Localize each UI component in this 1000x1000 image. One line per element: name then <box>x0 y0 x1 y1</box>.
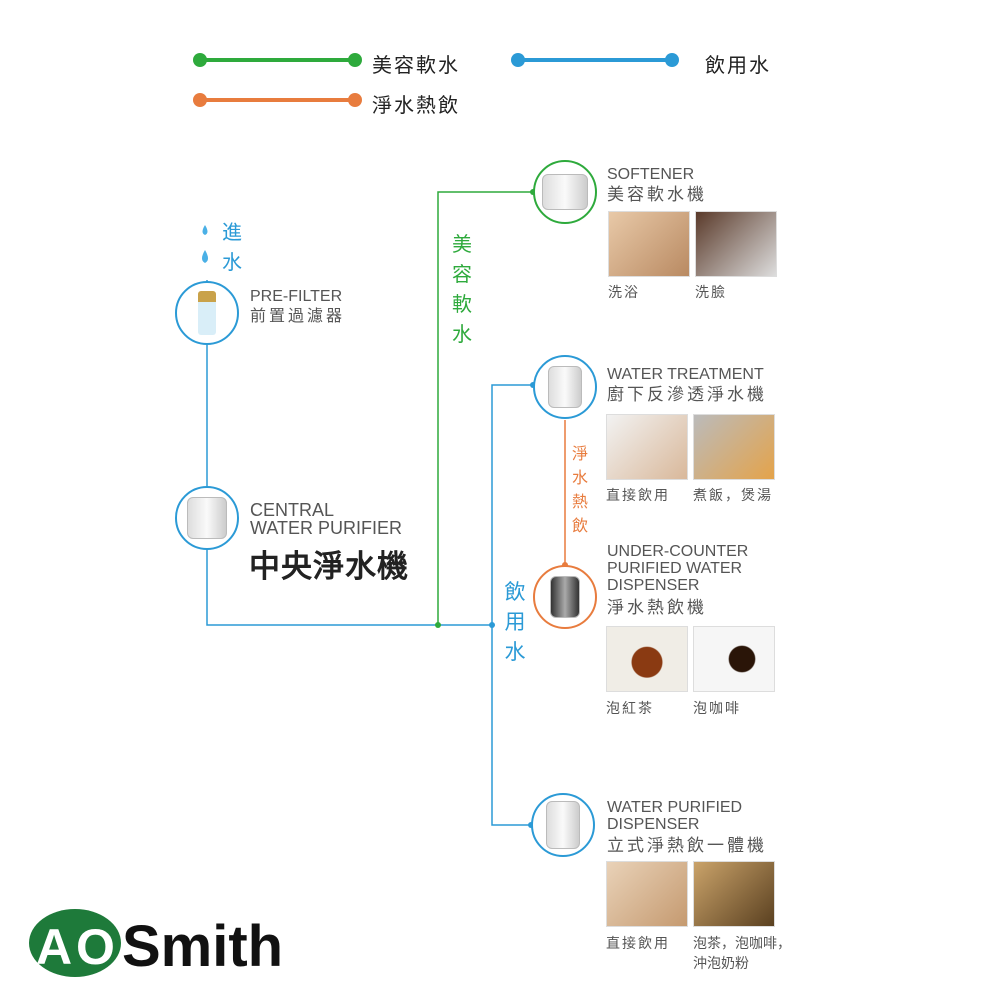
central-zh: 中央淨水機 <box>249 549 409 584</box>
coffee-photo <box>693 626 775 692</box>
softener-zh: 美容軟水機 <box>607 185 707 204</box>
legend-label-blue: 飲用水 <box>705 55 771 77</box>
tea-photo <box>606 626 688 692</box>
caption: 直接飲用 <box>606 487 670 503</box>
cooking-photo <box>693 414 775 480</box>
central-en-2: WATER PURIFIER <box>250 518 402 538</box>
water-treatment-image <box>533 355 597 419</box>
dispenser-zh: 立式淨熱飲一體機 <box>607 836 767 855</box>
caption: 泡茶，泡咖啡， <box>693 935 791 951</box>
water-drop-icon <box>202 225 208 235</box>
water-drop-icon <box>202 250 208 263</box>
inlet-char: 進 <box>222 222 242 244</box>
prefilter-image <box>175 281 239 345</box>
softener-image <box>533 160 597 224</box>
central-en-1: CENTRAL <box>250 500 335 520</box>
caption: 煮飯，煲湯 <box>693 487 773 503</box>
drinking-photo <box>606 414 688 480</box>
caption: 沖泡奶粉 <box>693 955 749 971</box>
drinking-branch-label: 飲用水 <box>504 581 526 664</box>
caption: 泡紅茶 <box>606 700 654 716</box>
aosmith-logo: A O Smith <box>18 906 293 979</box>
woman-drinking-photo <box>606 861 688 927</box>
caption: 直接飲用 <box>606 935 670 951</box>
tea-coffee-photo <box>693 861 775 927</box>
central-purifier-image <box>175 486 239 550</box>
face-wash-photo <box>695 211 777 277</box>
svg-text:O: O <box>76 919 115 975</box>
inlet-label: 進水 <box>220 218 244 278</box>
undercounter-zh: 淨水熱飲機 <box>607 598 707 617</box>
hot-branch-label: 淨水熱飲 <box>571 446 588 535</box>
treatment-en: WATER TREATMENT <box>607 366 764 383</box>
green-branch-line <box>437 191 533 625</box>
legend-label-green: 美容軟水 <box>372 55 460 77</box>
water-dispenser-image <box>531 793 595 857</box>
treatment-zh: 廚下反滲透淨水機 <box>607 385 767 404</box>
prefilter-zh: 前置過濾器 <box>250 308 346 325</box>
bath-photo <box>608 211 690 277</box>
softener-en: SOFTENER <box>607 166 695 183</box>
svg-text:Smith: Smith <box>122 914 283 978</box>
undercounter-dispenser-image <box>533 565 597 629</box>
softener-branch-label: 美容軟水 <box>452 234 472 346</box>
inlet-char: 水 <box>222 252 242 274</box>
main-blue-line <box>206 280 492 626</box>
prefilter-en: PRE-FILTER <box>250 288 343 305</box>
caption: 泡咖啡 <box>693 700 741 716</box>
dispenser-en-2: DISPENSER <box>607 816 700 833</box>
caption: 洗浴 <box>608 284 640 300</box>
undercounter-en-2: PURIFIED WATER <box>607 560 743 577</box>
blue-branch-line <box>491 384 533 826</box>
undercounter-en-3: DISPENSER <box>607 577 700 594</box>
caption: 洗臉 <box>695 284 727 300</box>
dispenser-en-1: WATER PURIFIED <box>607 799 743 816</box>
undercounter-en-1: UNDER-COUNTER <box>607 543 749 560</box>
legend-label-orange: 淨水熱飲 <box>372 95 460 117</box>
svg-text:A: A <box>36 919 72 975</box>
